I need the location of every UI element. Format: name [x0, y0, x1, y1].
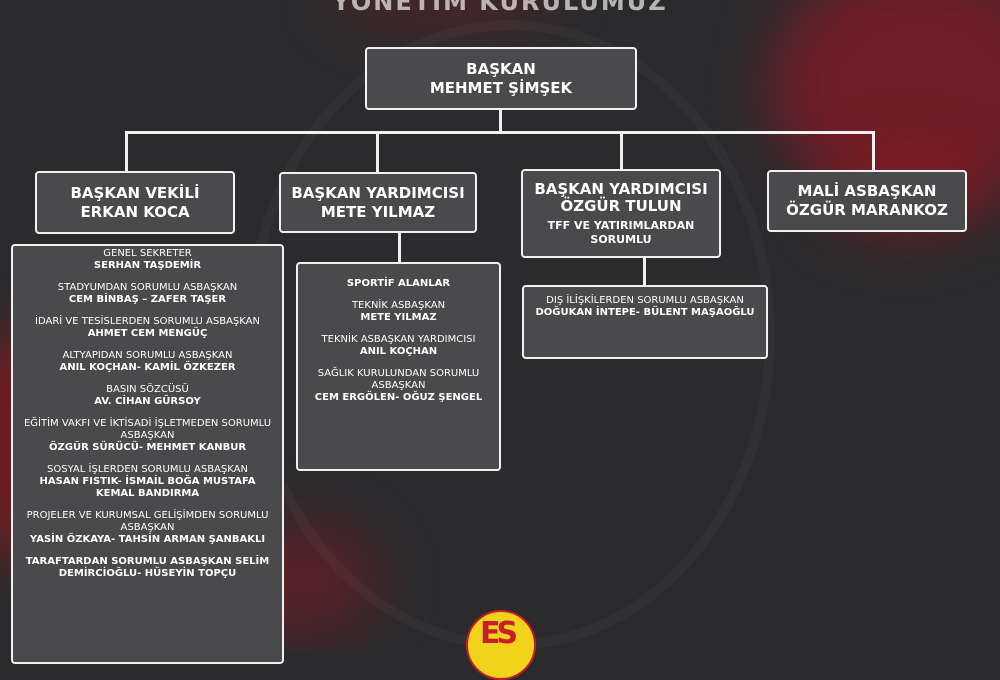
vice-president-box: BAŞKAN VEKİLİ ERKAN KOCA [35, 171, 235, 234]
deputy1-name: METE YILMAZ [320, 202, 436, 221]
connector [872, 131, 875, 171]
member-names: AV. CİHAN GÜRSOY [94, 396, 201, 407]
club-logo: ES [466, 610, 536, 680]
finance-name: ÖZGÜR MARANKOZ [786, 201, 948, 219]
vice-title: BAŞKAN VEKİLİ [70, 183, 200, 202]
role-label: EĞİTİM VAKFI VE İKTİSADİ İŞLETMEDEN SORU… [23, 418, 272, 441]
logo-mark: ES [480, 616, 518, 651]
list-item: SPORTİF ALANLAR [306, 278, 491, 290]
deputy-president-box: BAŞKAN YARDIMCISI ÖZGÜR TULUN TFF VE YAT… [521, 169, 721, 258]
connector [620, 131, 623, 170]
role-label: TEKNİK ASBAŞKAN [351, 300, 446, 311]
deputy-president-box: BAŞKAN YARDIMCISI METE YILMAZ [279, 172, 477, 233]
member-names: YASİN ÖZKAYA- TAHSİN ARMAN ŞANBAKLI [29, 534, 266, 545]
role-label: GENEL SEKRETER [103, 248, 192, 259]
member-names: CEM BİNBAŞ – ZAFER TAŞER [68, 294, 227, 305]
member-names: AHMET CEM MENGÜÇ [87, 328, 208, 339]
vice-name: ERKAN KOCA [80, 202, 190, 221]
connector [125, 131, 128, 172]
list-item: TARAFTARDAN SORUMLU ASBAŞKAN SELİM DEMİR… [19, 556, 276, 580]
member-names: METE YILMAZ [360, 312, 437, 323]
deputy1-title: BAŞKAN YARDIMCISI [291, 183, 465, 202]
deputy2-sub: TFF VE YATIRIMLARDAN SORUMLU [547, 219, 695, 246]
member-names: SERHAN TAŞDEMİR [93, 260, 202, 271]
member-names: ANIL KOÇHAN [359, 346, 438, 357]
finance-title: MALİ ASBAŞKAN [797, 182, 937, 200]
connector [398, 232, 401, 264]
role-label: SAĞLIK KURULUNDAN SORUMLU ASBAŞKAN [317, 368, 480, 391]
role-label: BASIN SÖZCÜSÜ [106, 384, 189, 395]
member-names: ÖZGÜR SÜRÜCÜ- MEHMET KANBUR [48, 442, 247, 453]
role-label: STADYUMDAN SORUMLU ASBAŞKAN [57, 282, 238, 293]
page-title: YÖNETİM KURULUMUZ [332, 0, 668, 16]
connector [499, 109, 502, 132]
deputy2-name: ÖZGÜR TULUN [560, 197, 682, 215]
member-names: DOĞUKAN İNTEPE- BÜLENT MAŞAOĞLU [535, 307, 755, 318]
connector [125, 131, 875, 134]
member-names: CEM ERGÖLEN- OĞUZ ŞENGEL [314, 392, 483, 403]
list-item: PROJELER VE KURUMSAL GELİŞİMDEN SORUMLU … [19, 510, 276, 546]
role-label: SOSYAL İŞLERDEN SORUMLU ASBAŞKAN [47, 464, 248, 475]
connector [376, 131, 379, 173]
member-names: HASAN FISTIK- İSMAİL BOĞA MUSTAFA KEMAL … [39, 476, 256, 499]
member-names: SPORTİF ALANLAR [346, 278, 451, 289]
role-label: İDARİ VE TESİSLERDEN SORUMLU ASBAŞKAN [35, 316, 260, 327]
connector [643, 257, 646, 287]
deputy2-title: BAŞKAN YARDIMCISI [534, 180, 708, 198]
member-names: ANIL KOÇHAN- KAMİL ÖZKEZER [59, 362, 236, 373]
finance-box: MALİ ASBAŞKAN ÖZGÜR MARANKOZ [767, 170, 967, 232]
member-names: TARAFTARDAN SORUMLU ASBAŞKAN SELİM DEMİR… [25, 556, 270, 579]
president-box: BAŞKAN MEHMET ŞİMŞEK [365, 47, 637, 110]
role-label: DIŞ İLİŞKİLERDEN SORUMLU ASBAŞKAN [546, 295, 744, 306]
president-name: MEHMET ŞİMŞEK [429, 78, 573, 97]
role-label: TEKNİK ASBAŞKAN YARDIMCISI [321, 334, 476, 345]
role-label: ALTYAPIDAN SORUMLU ASBAŞKAN [62, 350, 233, 361]
role-label: PROJELER VE KURUMSAL GELİŞİMDEN SORUMLU … [26, 510, 269, 533]
list-item: EĞİTİM VAKFI VE İKTİSADİ İŞLETMEDEN SORU… [19, 418, 276, 454]
president-title: BAŞKAN [466, 59, 536, 78]
